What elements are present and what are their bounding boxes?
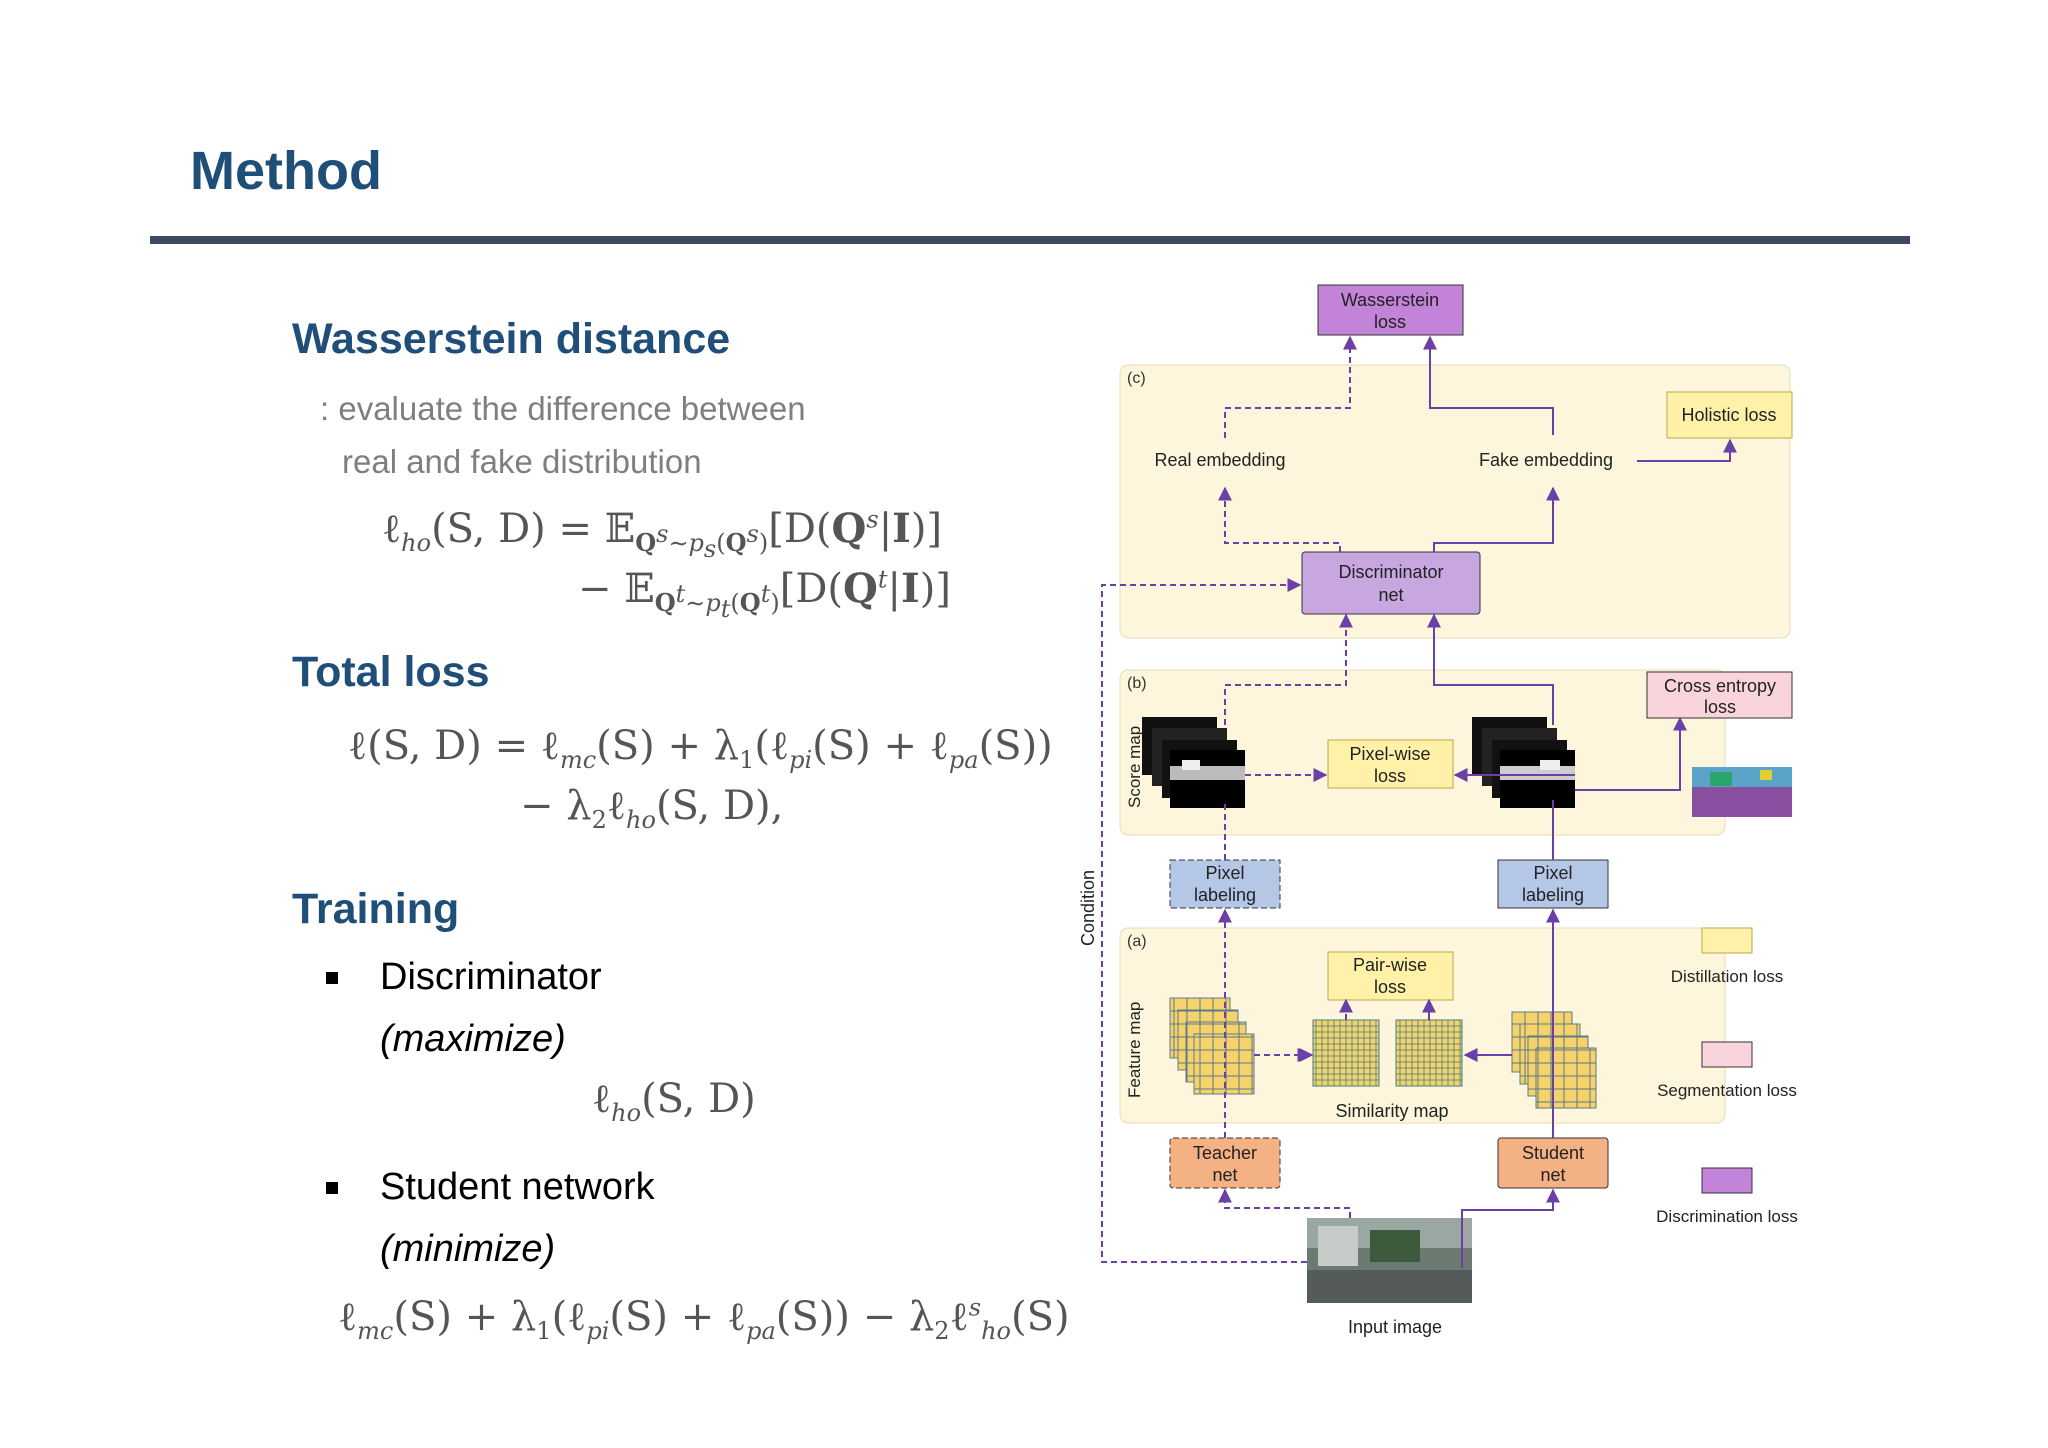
legend-distillation-swatch — [1701, 927, 1753, 954]
pixel-wise-loss-label-1: Pixel-wise — [1349, 744, 1430, 764]
arrow-input-to-teacher — [1218, 1188, 1351, 1218]
legend-discrimination-swatch — [1701, 1167, 1753, 1194]
input-image-label: Input image — [1348, 1317, 1442, 1337]
bullet-student — [326, 1182, 338, 1194]
panel-c-label: (c) — [1127, 370, 1146, 387]
discriminator-net-label-1: Discriminator — [1338, 562, 1443, 582]
cross-entropy-loss-box — [1646, 671, 1793, 719]
pair-wise-loss-box — [1327, 951, 1454, 1001]
wasserstein-desc-line1: : evaluate the difference between — [320, 390, 806, 427]
arrow-student-score-to-cross-entropy — [1575, 716, 1687, 791]
training-item-student-note: (minimize) — [380, 1228, 556, 1270]
feature-map-label: Feature map — [1125, 1002, 1144, 1098]
teacher-pixel-labeling-box — [1169, 859, 1281, 909]
total-loss-heading: Total loss — [292, 648, 490, 696]
training-item-student: Student network — [380, 1166, 655, 1208]
arrow-teacher-score-to-discriminator — [1224, 613, 1353, 725]
wasserstein-heading: Wasserstein distance — [292, 315, 731, 363]
pair-wise-loss-label-1: Pair-wise — [1353, 955, 1427, 975]
arrow-discriminator-to-fake-embedding — [1433, 486, 1560, 552]
real-embedding-label: Real embedding — [1154, 450, 1285, 470]
legend-segmentation-swatch — [1701, 1041, 1753, 1068]
arrow-input-to-student — [1461, 1188, 1560, 1268]
cross-entropy-loss-label-2: loss — [1704, 697, 1736, 717]
slide-title: Method — [190, 141, 382, 201]
teacher-net-label-2: net — [1212, 1165, 1237, 1185]
student-pixel-labeling-label-1: Pixel — [1533, 863, 1572, 883]
cross-entropy-loss-label-1: Cross entropy — [1664, 676, 1776, 696]
student-pixel-labeling-label-2: labeling — [1522, 885, 1584, 905]
arrow-discriminator-to-real-embedding — [1218, 486, 1341, 552]
holistic-loss-label: Holistic loss — [1681, 405, 1776, 425]
pixel-wise-loss-box — [1327, 739, 1454, 789]
teacher-similarity-map — [1312, 1019, 1380, 1087]
training-item-discriminator: Discriminator — [380, 956, 602, 998]
arrow-condition-to-discriminator — [1101, 578, 1307, 1263]
teacher-score-map — [1142, 717, 1245, 808]
student-similarity-map — [1395, 1019, 1463, 1087]
panel-a-label: (a) — [1127, 933, 1147, 950]
student-net-label-2: net — [1540, 1165, 1565, 1185]
pixel-wise-loss-label-2: loss — [1374, 766, 1406, 786]
teacher-net-label-1: Teacher — [1193, 1143, 1257, 1163]
student-score-map — [1472, 717, 1575, 808]
holistic-loss-box — [1666, 391, 1793, 439]
panel-b-label: (b) — [1127, 675, 1147, 692]
student-feature-map — [1511, 1011, 1597, 1109]
total-loss-equation-line1: ℓ(S, D) = ℓmc(S) + λ1(ℓpi(S) + ℓpa(S)) — [348, 723, 1053, 774]
wasserstein-desc-line2: real and fake distribution — [342, 443, 702, 480]
arrow-student-score-to-discriminator — [1427, 613, 1554, 725]
training-heading: Training — [292, 885, 460, 933]
student-net-label-1: Student — [1522, 1143, 1584, 1163]
wasserstein-loss-label-1: Wasserstein — [1341, 290, 1439, 310]
wasserstein-loss-label-2: loss — [1374, 312, 1406, 332]
legend-discrimination-label: Discrimination loss — [1656, 1207, 1798, 1226]
total-loss-equation-line2: − λ2ℓho(S, D), — [520, 783, 784, 834]
legend-distillation-label: Distillation loss — [1671, 967, 1783, 986]
legend-segmentation-label: Segmentation loss — [1657, 1081, 1797, 1100]
wasserstein-loss-box — [1317, 284, 1464, 336]
teacher-pixel-labeling-label-1: Pixel — [1205, 863, 1244, 883]
arrow-real-embedding-to-wasserstein — [1224, 335, 1357, 438]
discriminator-net-label-2: net — [1378, 585, 1403, 605]
discriminator-net-box — [1301, 551, 1481, 615]
arrow-fake-embedding-to-wasserstein — [1423, 335, 1554, 435]
discriminator-objective: ℓho(S, D) — [592, 1076, 756, 1127]
bullet-discriminator — [326, 972, 338, 984]
pair-wise-loss-label-2: loss — [1374, 977, 1406, 997]
wasserstein-equation-line1: ℓho(S, D) = 𝔼Qs∼ps(Qs)[D(Qs|I)] — [382, 505, 943, 563]
fake-embedding-label: Fake embedding — [1479, 450, 1613, 470]
teacher-pixel-labeling-label-2: labeling — [1194, 885, 1256, 905]
training-item-discriminator-note: (maximize) — [380, 1018, 566, 1060]
score-map-label: Score map — [1125, 726, 1144, 808]
similarity-map-label: Similarity map — [1335, 1101, 1448, 1121]
input-image-thumbnail — [1307, 1218, 1472, 1303]
student-objective: ℓmc(S) + λ1(ℓpi(S) + ℓpa(S)) − λ2ℓsho(S) — [338, 1293, 1070, 1345]
architecture-diagram: (c) (b) (a) Wasserstein loss Holistic lo… — [1078, 284, 1798, 1337]
condition-label: Condition — [1078, 870, 1098, 946]
title-divider — [150, 236, 1910, 244]
panel-c — [1119, 364, 1791, 639]
teacher-net-box — [1169, 1137, 1281, 1189]
arrow-fake-embedding-to-holistic — [1637, 438, 1737, 462]
wasserstein-equation-line2: − 𝔼Qt∼pt(Qt)[D(Qt|I)] — [578, 565, 951, 623]
